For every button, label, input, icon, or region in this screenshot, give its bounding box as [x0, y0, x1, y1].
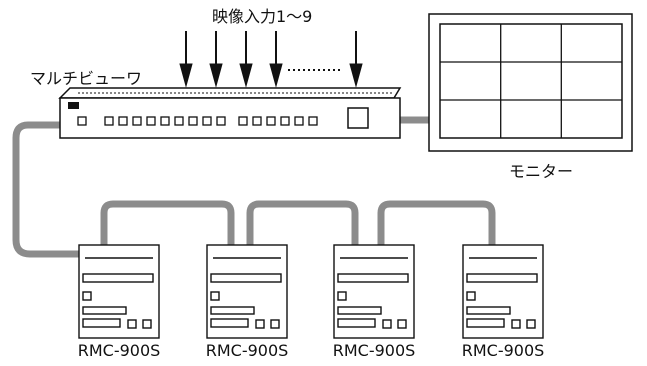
input-arrow-3 [239, 31, 253, 88]
link-cable-2-3 [246, 200, 359, 246]
multiviewer-label: マルチビューワ [30, 69, 143, 88]
input-arrow-1 [179, 31, 193, 88]
controller-unit-1 [78, 244, 160, 339]
controller-unit-2 [206, 244, 288, 339]
input-arrow-4 [269, 31, 283, 88]
input-select-buttons [104, 116, 226, 126]
monitor-screen [439, 23, 623, 139]
monitor-device [428, 13, 633, 152]
video-inputs-label: 映像入力1〜9 [212, 7, 313, 26]
input-arrow-2 [209, 31, 223, 88]
link-cable-3-4 [377, 200, 496, 246]
power-indicator [68, 102, 79, 109]
multiviewer-device [58, 87, 402, 139]
function-buttons [238, 116, 318, 126]
monitor-grid-lines [440, 24, 622, 138]
front-square-control [347, 107, 369, 129]
front-button-left [77, 116, 87, 126]
multiviewer-to-controller-cable [12, 121, 82, 258]
monitor-label: モニター [509, 162, 574, 181]
controller-unit-label-2: RMC-900S [205, 341, 289, 360]
multiviewer-front-panel [59, 97, 401, 139]
controller-unit-label-1: RMC-900S [77, 341, 161, 360]
video-input-arrows [179, 31, 363, 88]
controller-unit-label-4: RMC-900S [461, 341, 545, 360]
controller-unit-label-3: RMC-900S [332, 341, 416, 360]
controller-unit-4 [462, 244, 544, 339]
link-cable-1-2 [100, 200, 235, 246]
controller-unit-3 [333, 244, 415, 339]
cables [12, 116, 496, 258]
input-arrow-9 [349, 31, 363, 88]
